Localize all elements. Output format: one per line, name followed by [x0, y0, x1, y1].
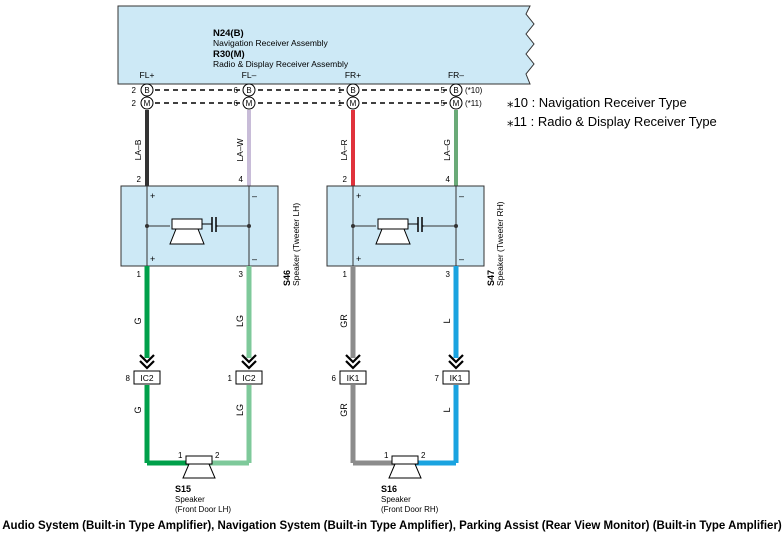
- junction-box: [339, 370, 367, 385]
- polarity-plus: +: [356, 254, 361, 264]
- polarity-minus: –: [459, 191, 464, 201]
- pin-note: (*11): [465, 99, 482, 108]
- connector-letter-m: M: [246, 99, 253, 108]
- speaker-rh-type: Speaker: [381, 495, 411, 504]
- connector-letter-m: M: [350, 99, 357, 108]
- pin-number: 2: [421, 451, 426, 460]
- wire-label: LA–W: [235, 138, 245, 161]
- terminal-label-fr-plus: FR+: [345, 70, 361, 80]
- receiver-name-radio: Radio & Display Receiver Assembly: [213, 59, 349, 69]
- pin-number: 1: [228, 374, 233, 383]
- pin-number: 5: [441, 86, 446, 95]
- pin-number: 1: [384, 451, 389, 460]
- wire-label: GR: [339, 403, 349, 417]
- wire-label: L: [442, 407, 452, 412]
- pin-number: 1: [338, 86, 343, 95]
- pin-note: (*10): [465, 86, 483, 95]
- pin-number: 6: [234, 99, 239, 108]
- junction-label: IC2: [140, 373, 154, 383]
- connector-letter-b: B: [350, 86, 355, 95]
- wire-label: LA–B: [133, 139, 143, 160]
- speaker-rh-location: (Front Door RH): [381, 505, 439, 514]
- tweeter-rh-speaker-icon: [375, 217, 424, 245]
- polarity-plus: +: [356, 191, 361, 201]
- pin-number: 1: [338, 99, 343, 108]
- pin-number: 3: [446, 270, 451, 279]
- pin-number: 4: [239, 175, 244, 184]
- pin-number: 2: [132, 99, 137, 108]
- speaker-rh-icon: [388, 455, 422, 479]
- connector-letter-b: B: [246, 86, 251, 95]
- receiver-block: [117, 5, 535, 85]
- tweeter-lh-speaker-icon: [169, 217, 218, 245]
- terminal-label-fr-minus: FR–: [448, 70, 464, 80]
- polarity-minus: –: [252, 254, 257, 264]
- pin-number: 1: [137, 270, 142, 279]
- pin-number: 6: [332, 374, 337, 383]
- wire-label: G: [133, 317, 143, 324]
- connector-letter-m: M: [453, 99, 460, 108]
- tweeter-rh-code: S47: [486, 270, 496, 286]
- pin-number: 8: [126, 374, 131, 383]
- note-navigation-type: ⁎10 : Navigation Receiver Type: [507, 95, 687, 110]
- wire-label: LG: [235, 404, 245, 416]
- junction-label: IK1: [347, 373, 360, 383]
- connector-letter-b: B: [144, 86, 149, 95]
- speaker-lh-location: (Front Door LH): [175, 505, 231, 514]
- pin-number: 5: [441, 99, 446, 108]
- wire-label: GR: [339, 314, 349, 328]
- wire-label: LA–R: [339, 139, 349, 160]
- connector-letter-b: B: [453, 86, 458, 95]
- polarity-plus: +: [150, 191, 155, 201]
- pin-number: 2: [343, 175, 348, 184]
- speaker-lh-icon: [182, 455, 216, 479]
- pin-number: 1: [343, 270, 348, 279]
- pin-number: 3: [239, 270, 244, 279]
- junction-label: IC2: [242, 373, 256, 383]
- junction-box: [133, 370, 161, 385]
- connector-letter-m: M: [144, 99, 151, 108]
- tweeter-lh-name: Speaker (Tweeter LH): [291, 203, 301, 286]
- speaker-lh-code: S15: [175, 484, 191, 494]
- polarity-plus: +: [150, 254, 155, 264]
- pin-number: 7: [435, 374, 440, 383]
- wire-label: G: [133, 406, 143, 413]
- receiver-code-nav: N24(B): [213, 28, 244, 39]
- pin-circles: [140, 83, 463, 110]
- wire-label: LA–G: [442, 139, 452, 161]
- pin-number: 2: [137, 175, 142, 184]
- diagram-caption: Audio System (Built-in Type Amplifier), …: [2, 520, 782, 532]
- terminal-label-fl-plus: FL+: [140, 70, 155, 80]
- pin-number: 6: [234, 86, 239, 95]
- wire-label: L: [442, 318, 452, 323]
- tweeter-rh-name: Speaker (Tweeter RH): [495, 201, 505, 286]
- pin-number: 2: [132, 86, 137, 95]
- terminal-label-fl-minus: FL–: [242, 70, 257, 80]
- junction-label: IK1: [450, 373, 463, 383]
- note-radio-type: ⁎11 : Radio & Display Receiver Type: [507, 114, 717, 129]
- polarity-minus: –: [252, 191, 257, 201]
- junction-box: [235, 370, 263, 385]
- tweeter-lh-code: S46: [282, 270, 292, 286]
- speaker-lh-type: Speaker: [175, 495, 205, 504]
- pin-number: 4: [446, 175, 451, 184]
- junction-box: [442, 370, 470, 385]
- receiver-code-radio: R30(M): [213, 49, 245, 60]
- polarity-minus: –: [459, 254, 464, 264]
- junction-chevrons: [139, 354, 464, 370]
- receiver-name-nav: Navigation Receiver Assembly: [213, 38, 329, 48]
- wire-label: LG: [235, 315, 245, 327]
- pin-number: 2: [215, 451, 220, 460]
- speaker-rh-code: S16: [381, 484, 397, 494]
- pin-number: 1: [178, 451, 183, 460]
